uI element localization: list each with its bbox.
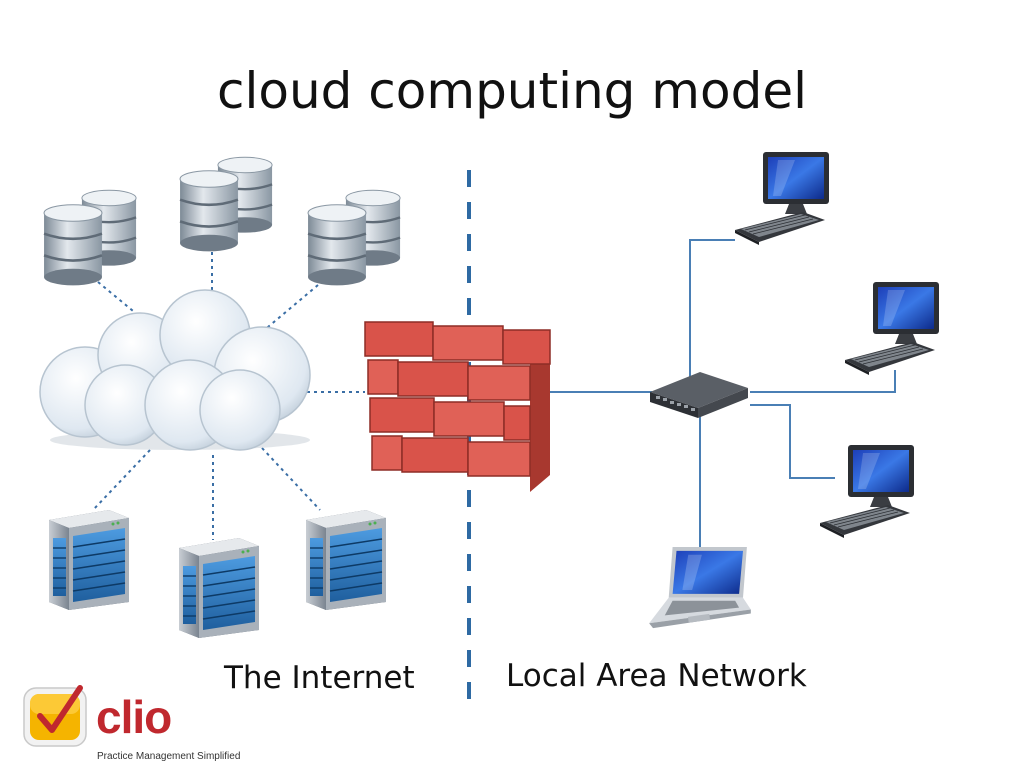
clio-logo-icon xyxy=(23,685,87,747)
cloud-icon xyxy=(39,289,311,451)
internet-zone-label: The Internet xyxy=(224,660,415,696)
desktop-computer-icon xyxy=(819,444,915,539)
server-icon xyxy=(178,538,260,638)
clio-logo-wordmark: clio xyxy=(96,691,172,743)
desktop-computer-icon xyxy=(844,281,940,376)
lan-connections xyxy=(550,239,896,552)
database-icon xyxy=(178,156,274,252)
laptop-icon xyxy=(649,546,751,629)
lan-zone-label: Local Area Network xyxy=(506,658,807,694)
clio-tagline: Practice Management Simplified xyxy=(97,751,241,762)
network-switch-icon xyxy=(650,372,748,418)
server-icon xyxy=(305,510,387,610)
firewall-icon xyxy=(364,321,551,492)
database-icon xyxy=(306,189,402,286)
server-icon xyxy=(48,510,130,610)
slide-title: cloud computing model xyxy=(216,62,807,120)
database-icon xyxy=(42,189,138,286)
desktop-computer-icon xyxy=(734,151,830,246)
